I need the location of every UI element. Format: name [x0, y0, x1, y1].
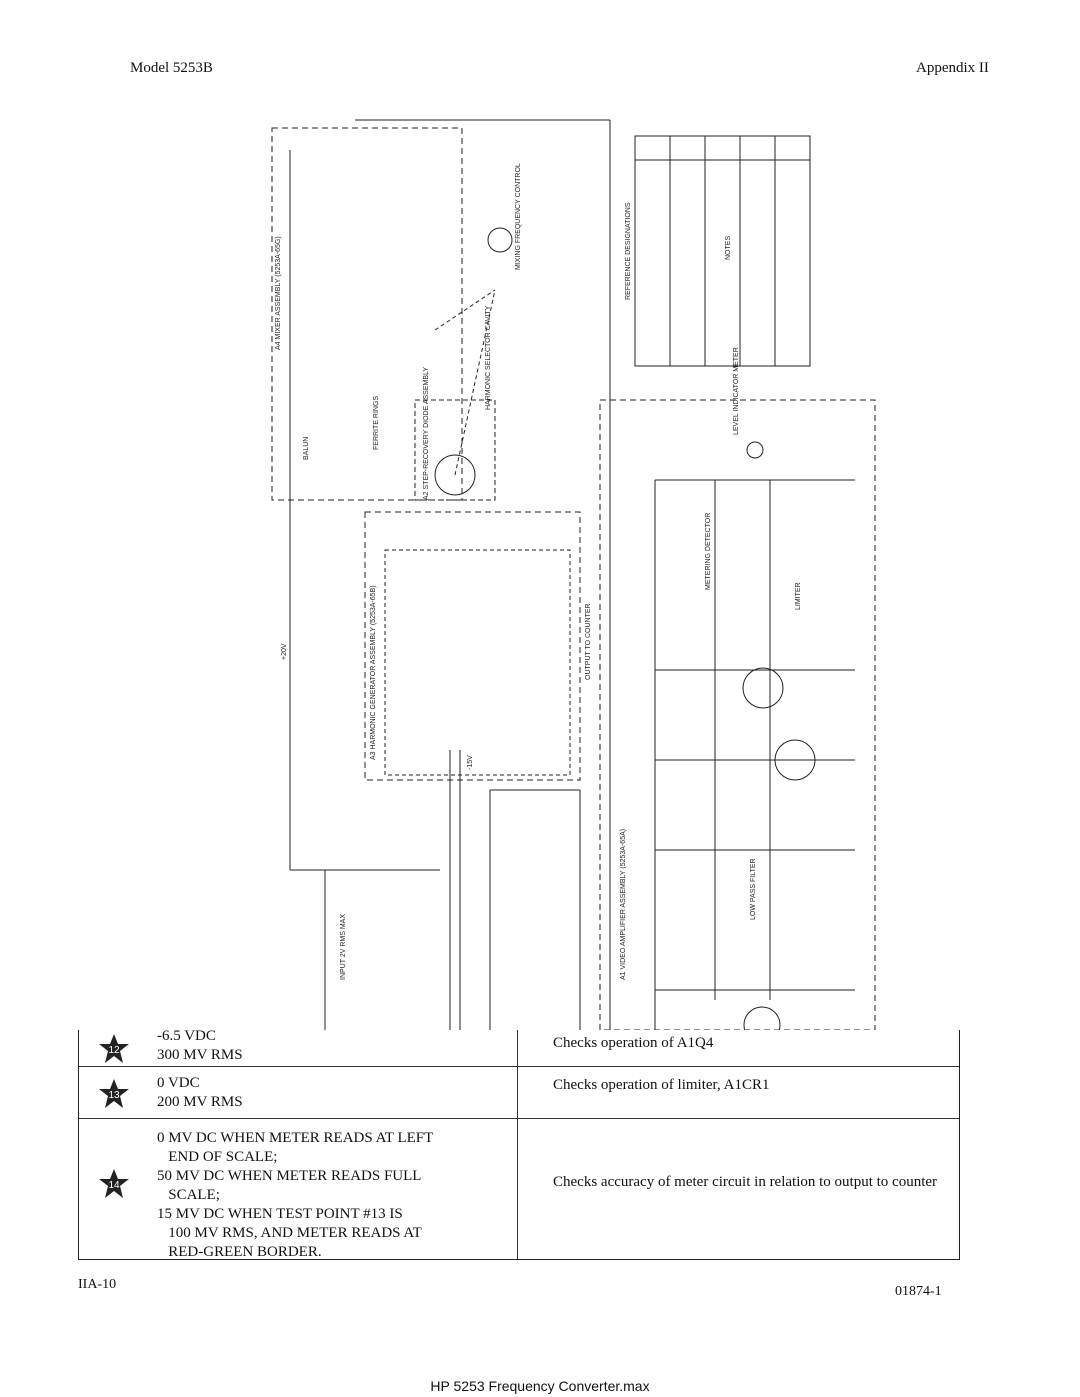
svg-text:A1 VIDEO AMPLIFIER ASSEMBLY (5: A1 VIDEO AMPLIFIER ASSEMBLY (5253A-65A)	[620, 829, 627, 980]
svg-text:MIXING FREQUENCY CONTROL: MIXING FREQUENCY CONTROL	[515, 163, 522, 270]
document-code: 01874-1	[895, 1284, 942, 1299]
svg-text:LEVEL INDICATOR METER: LEVEL INDICATOR METER	[733, 347, 740, 435]
test-point-12-icon: 12	[99, 1034, 129, 1063]
test-point-13-icon: 13	[99, 1079, 129, 1108]
svg-text:REFERENCE DESIGNATIONS: REFERENCE DESIGNATIONS	[625, 202, 632, 300]
svg-text:BALUN: BALUN	[303, 437, 310, 460]
svg-text:A2 STEP-RECOVERY DIODE ASSEMBL: A2 STEP-RECOVERY DIODE ASSEMBLY	[423, 367, 430, 500]
purpose-text: Checks operation of limiter, A1CR1	[553, 1077, 770, 1093]
conditions-text: 0 VDC 200 MV RMS	[157, 1075, 243, 1110]
model-header: Model 5253B	[130, 60, 213, 76]
svg-text:LIMITER: LIMITER	[795, 582, 802, 610]
table-row: 14 0 MV DC WHEN METER READS AT LEFT END …	[79, 1119, 959, 1260]
svg-text:INPUT 2V RMS MAX: INPUT 2V RMS MAX	[340, 914, 347, 980]
page-number: IIA-10	[78, 1277, 117, 1292]
svg-text:13: 13	[108, 1090, 120, 1101]
purpose-text: Checks operation of A1Q4	[553, 1035, 714, 1051]
table-row: 13 0 VDC 200 MV RMS Checks operation of …	[79, 1066, 959, 1119]
table-row: 12 -6.5 VDC 300 MV RMS Checks operation …	[79, 1028, 959, 1067]
conditions-text: -6.5 VDC 300 MV RMS	[157, 1028, 243, 1063]
test-point-table: 12 -6.5 VDC 300 MV RMS Checks operation …	[78, 1028, 960, 1260]
svg-text:OUTPUT TO COUNTER: OUTPUT TO COUNTER	[585, 603, 592, 680]
svg-text:A3 HARMONIC GENERATOR ASSEMBLY: A3 HARMONIC GENERATOR ASSEMBLY (5253A-65…	[370, 585, 377, 760]
purpose-text: Checks accuracy of meter circuit in rela…	[553, 1174, 938, 1190]
conditions-text: 0 MV DC WHEN METER READS AT LEFT END OF …	[157, 1130, 434, 1260]
svg-text:14: 14	[108, 1180, 120, 1191]
svg-text:+20V: +20V	[281, 643, 288, 660]
schematic-svg: A4 MIXER ASSEMBLY (5253A-65G) A2 STEP-RE…	[271, 119, 876, 1044]
svg-text:-15V: -15V	[467, 755, 474, 770]
schematic-diagram: A4 MIXER ASSEMBLY (5253A-65G) A2 STEP-RE…	[250, 100, 900, 1044]
svg-text:METERING DETECTOR: METERING DETECTOR	[705, 513, 712, 590]
file-caption: HP 5253 Frequency Converter.max	[430, 1378, 650, 1394]
svg-text:NOTES: NOTES	[725, 236, 732, 260]
svg-text:LOW PASS FILTER: LOW PASS FILTER	[750, 858, 757, 920]
appendix-header: Appendix II	[916, 60, 989, 76]
svg-text:A4 MIXER ASSEMBLY (5253A-65G): A4 MIXER ASSEMBLY (5253A-65G)	[275, 236, 282, 350]
svg-text:FERRITE RINGS: FERRITE RINGS	[373, 396, 380, 450]
column-divider	[517, 1030, 518, 1259]
svg-text:HARMONIC SELECTOR CAVITY: HARMONIC SELECTOR CAVITY	[485, 305, 492, 410]
test-point-14-icon: 14	[99, 1169, 129, 1198]
svg-text:12: 12	[108, 1045, 120, 1056]
